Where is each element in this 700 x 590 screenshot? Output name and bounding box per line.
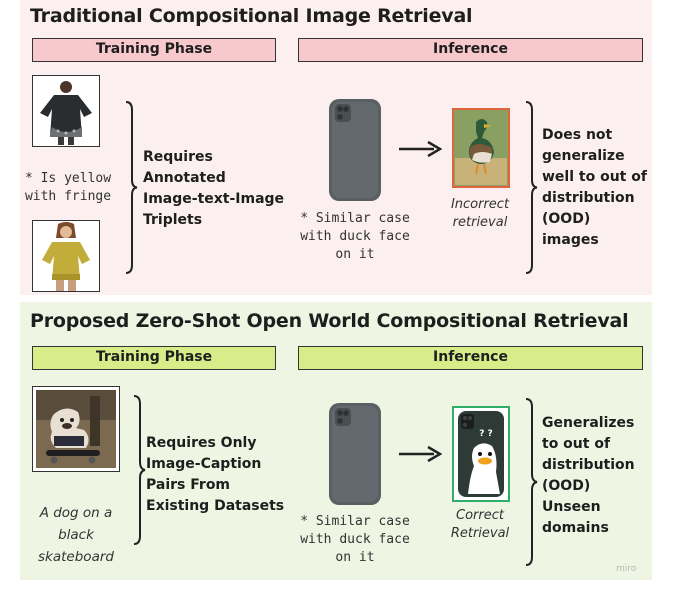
case-question-marks: ? ? bbox=[479, 429, 493, 439]
proposed-training-brace-icon bbox=[133, 395, 146, 545]
requirement-line-2: Annotated bbox=[143, 170, 226, 186]
traditional-title: Traditional Compositional Image Retrieva… bbox=[30, 5, 473, 27]
incorrect-retrieval-label: Incorrect retrieval bbox=[440, 196, 520, 232]
proposed-outcome-line-3: distribution bbox=[542, 457, 635, 473]
correct-label-line-1: Correct bbox=[456, 508, 504, 523]
proposed-outcome-line-2: to out of bbox=[542, 436, 611, 452]
proposed-outcome-line-5: Unseen bbox=[542, 499, 601, 515]
arrow-right-icon bbox=[399, 445, 442, 463]
outcome-line-3: well to out of bbox=[542, 169, 647, 185]
traditional-requirement-text: Requires Annotated Image-text-Image Trip… bbox=[143, 147, 293, 231]
proposed-outcome-brace-icon bbox=[525, 398, 538, 566]
proposed-inference-bar: Inference bbox=[298, 346, 643, 370]
query-text-yellow-fringe: * Is yellow with fringe bbox=[20, 170, 116, 206]
image-caption-line-1: A dog on a bbox=[39, 505, 113, 521]
proposed-query-caption-line-3: on it bbox=[335, 550, 375, 565]
traditional-inference-bar: Inference bbox=[298, 38, 643, 62]
dog-skateboard-image bbox=[32, 386, 120, 472]
traditional-panel: Traditional Compositional Image Retrieva… bbox=[20, 0, 652, 295]
outcome-line-4: distribution bbox=[542, 190, 635, 206]
query-caption-line-2: with duck face bbox=[300, 229, 410, 244]
proposed-requirement-line-2: Image-Caption bbox=[146, 456, 262, 472]
image-caption-line-2: black bbox=[58, 527, 94, 543]
outcome-line-6: images bbox=[542, 232, 599, 248]
query-text-line-2: with fringe bbox=[24, 189, 112, 204]
proposed-requirement-line-4: Existing Datasets bbox=[146, 498, 285, 514]
proposed-requirement-line-3: Pairs From bbox=[146, 477, 231, 493]
proposed-requirement-line-1: Requires Only bbox=[146, 435, 257, 451]
query-caption-line-3: on it bbox=[335, 247, 375, 262]
grey-phone-case-image bbox=[329, 99, 381, 201]
proposed-outcome-text: Generalizes to out of distribution (OOD)… bbox=[542, 413, 654, 539]
dog-image-caption: A dog on a black skateboard bbox=[24, 502, 128, 568]
dark-blouse-image bbox=[32, 75, 100, 147]
proposed-query-caption-line-1: * Similar case bbox=[300, 514, 410, 529]
requirement-line-4: Triplets bbox=[143, 212, 203, 228]
proposed-query-caption: * Similar case with duck face on it bbox=[290, 513, 420, 567]
traditional-outcome-text: Does not generalize well to out of distr… bbox=[542, 125, 654, 251]
grey-phone-case-image bbox=[329, 403, 381, 505]
correct-duck-case-result-image: ? ? bbox=[452, 406, 510, 502]
traditional-query-caption: * Similar case with duck face on it bbox=[290, 210, 420, 264]
training-brace-icon bbox=[125, 101, 138, 274]
miro-watermark: miro bbox=[616, 564, 637, 574]
yellow-top-image bbox=[32, 220, 100, 292]
requirement-line-1: Requires bbox=[143, 149, 213, 165]
proposed-requirement-text: Requires Only Image-Caption Pairs From E… bbox=[146, 433, 296, 517]
outcome-line-1: Does not bbox=[542, 127, 613, 143]
result-label-line-2: retrieval bbox=[452, 215, 508, 230]
outcome-line-2: generalize bbox=[542, 148, 625, 164]
proposed-training-phase-bar: Training Phase bbox=[32, 346, 276, 370]
traditional-training-phase-bar: Training Phase bbox=[32, 38, 276, 62]
incorrect-duck-result-image bbox=[452, 108, 510, 188]
proposed-outcome-line-4: (OOD) bbox=[542, 478, 591, 494]
arrow-right-icon bbox=[399, 140, 442, 158]
proposed-title: Proposed Zero-Shot Open World Compositio… bbox=[30, 310, 629, 332]
result-label-line-1: Incorrect bbox=[450, 197, 510, 212]
query-text-line-1: * Is yellow bbox=[24, 171, 112, 186]
outcome-brace-icon bbox=[525, 101, 538, 274]
proposed-query-caption-line-2: with duck face bbox=[300, 532, 410, 547]
requirement-line-3: Image-text-Image bbox=[143, 191, 285, 207]
proposed-panel: Proposed Zero-Shot Open World Compositio… bbox=[20, 302, 652, 580]
correct-label-line-2: Retrieval bbox=[450, 526, 510, 541]
proposed-outcome-line-6: domains bbox=[542, 520, 609, 536]
correct-retrieval-label: Correct Retrieval bbox=[440, 507, 520, 543]
outcome-line-5: (OOD) bbox=[542, 211, 591, 227]
query-caption-line-1: * Similar case bbox=[300, 211, 410, 226]
proposed-outcome-line-1: Generalizes bbox=[542, 415, 635, 431]
image-caption-line-3: skateboard bbox=[38, 549, 114, 565]
